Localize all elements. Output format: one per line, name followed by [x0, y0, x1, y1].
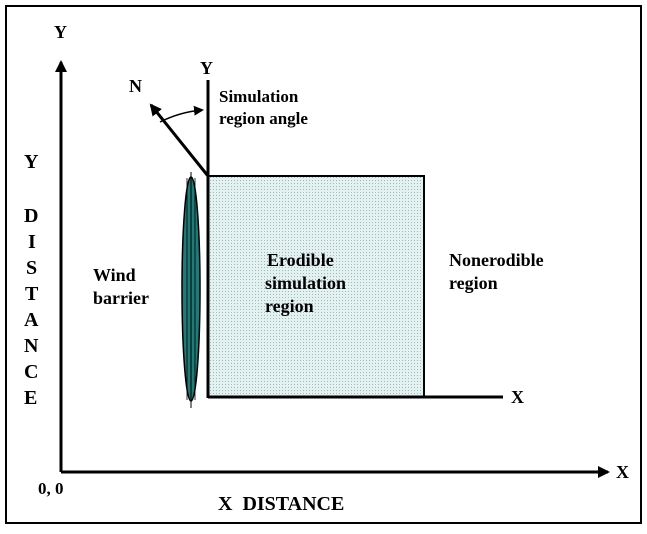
erodible-line3: region	[265, 296, 314, 316]
wind-barrier	[181, 172, 201, 408]
origin-label: 0, 0	[38, 479, 64, 498]
y-distance-title-y: Y	[24, 151, 39, 173]
y-distance-letter: A	[24, 309, 39, 331]
wind-barrier-line1: Wind	[93, 265, 136, 285]
erodible-region	[207, 175, 425, 398]
erodible-line1: Erodible	[267, 250, 334, 270]
y-distance-title-vertical: D I S T A N C E	[24, 205, 39, 409]
outer-x-axis-label: X	[616, 462, 629, 482]
y-distance-letter: E	[24, 387, 37, 409]
y-distance-letter: N	[24, 335, 39, 357]
outer-y-axis-label: Y	[54, 22, 67, 42]
y-distance-letter: T	[25, 283, 39, 305]
y-distance-letter: C	[24, 361, 38, 383]
angle-label-line2: region angle	[219, 109, 308, 128]
y-distance-letter: S	[26, 257, 37, 279]
north-arrow	[149, 103, 210, 177]
y-distance-letter: D	[24, 205, 38, 227]
inner-y-axis-label: Y	[200, 58, 213, 78]
nonerodible-line1: Nonerodible	[449, 250, 544, 270]
y-distance-letter: I	[28, 231, 36, 253]
x-distance-title: X DISTANCE	[218, 493, 344, 515]
erodible-line2: simulation	[265, 273, 346, 293]
north-label: N	[129, 76, 142, 96]
wind-barrier-line2: barrier	[93, 288, 149, 308]
angle-label-line1: Simulation	[219, 87, 299, 106]
region-angle-arrow	[159, 105, 204, 123]
inner-x-axis-label: X	[511, 387, 524, 407]
nonerodible-line2: region	[449, 273, 498, 293]
